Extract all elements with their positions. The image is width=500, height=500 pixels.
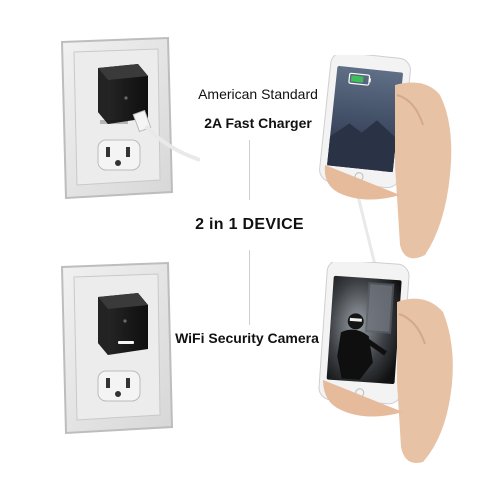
battery-level-icon [350,75,364,83]
divider-vertical-bottom [249,250,250,325]
usb-port-icon [118,341,134,344]
label-2in1-device: 2 in 1 DEVICE [195,216,304,233]
phone-charging-image [319,55,452,285]
label-american-standard: American Standard [198,86,318,102]
wall-outlet-camera [60,261,174,435]
label-fast-charger: 2A Fast Charger [204,115,312,131]
label-wifi-security-camera: WiFi Security Camera [175,330,319,346]
wall-outlet-charger [60,36,200,200]
divider-vertical-top [249,140,250,200]
phone-camera-feed-image [318,262,453,463]
